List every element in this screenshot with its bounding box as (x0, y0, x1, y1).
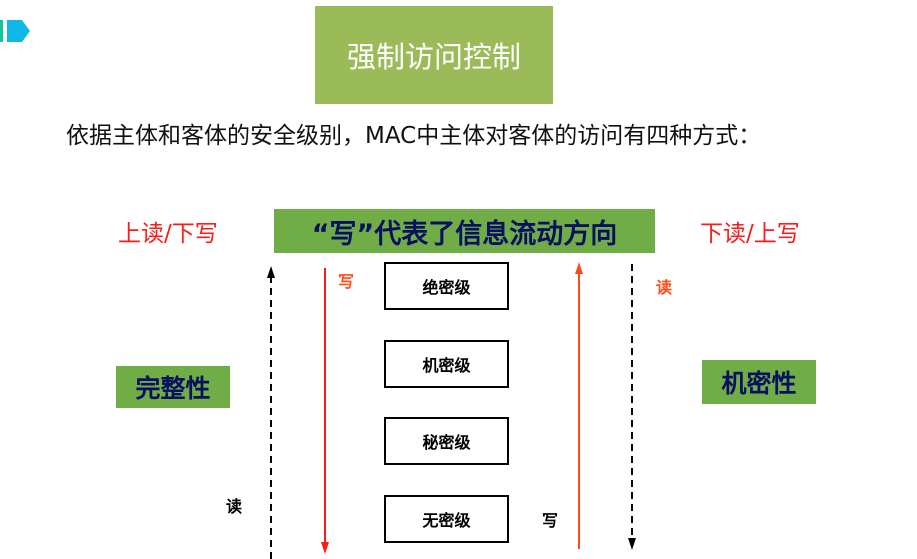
level-unclassified: 无密级 (384, 495, 509, 543)
level-secret: 机密级 (384, 340, 509, 388)
banner: “写”代表了信息流动方向 (274, 209, 655, 253)
level-top-secret: 绝密级 (384, 262, 509, 310)
read-up-label: 读 (226, 497, 243, 516)
slide-title: 强制访问控制 (315, 6, 553, 104)
read-down-label: 读 (656, 278, 673, 297)
left-mode-label: 上读/下写 (118, 221, 218, 247)
level-confidential: 秘密级 (384, 417, 509, 465)
subtitle: 依据主体和客体的安全级别，MAC中主体对客体的访问有四种方式： (66, 123, 762, 149)
right-mode-label: 下读/上写 (700, 221, 800, 247)
write-up-label: 写 (542, 511, 559, 530)
confidentiality-tag: 机密性 (702, 360, 816, 404)
integrity-tag: 完整性 (116, 366, 230, 408)
right-write-up-arrow (575, 262, 583, 549)
write-down-label: 写 (338, 272, 355, 291)
left-write-down-arrow (321, 268, 329, 554)
left-read-up-arrow (267, 266, 275, 559)
right-read-down-arrow (628, 264, 636, 550)
logo-icon (0, 20, 30, 42)
